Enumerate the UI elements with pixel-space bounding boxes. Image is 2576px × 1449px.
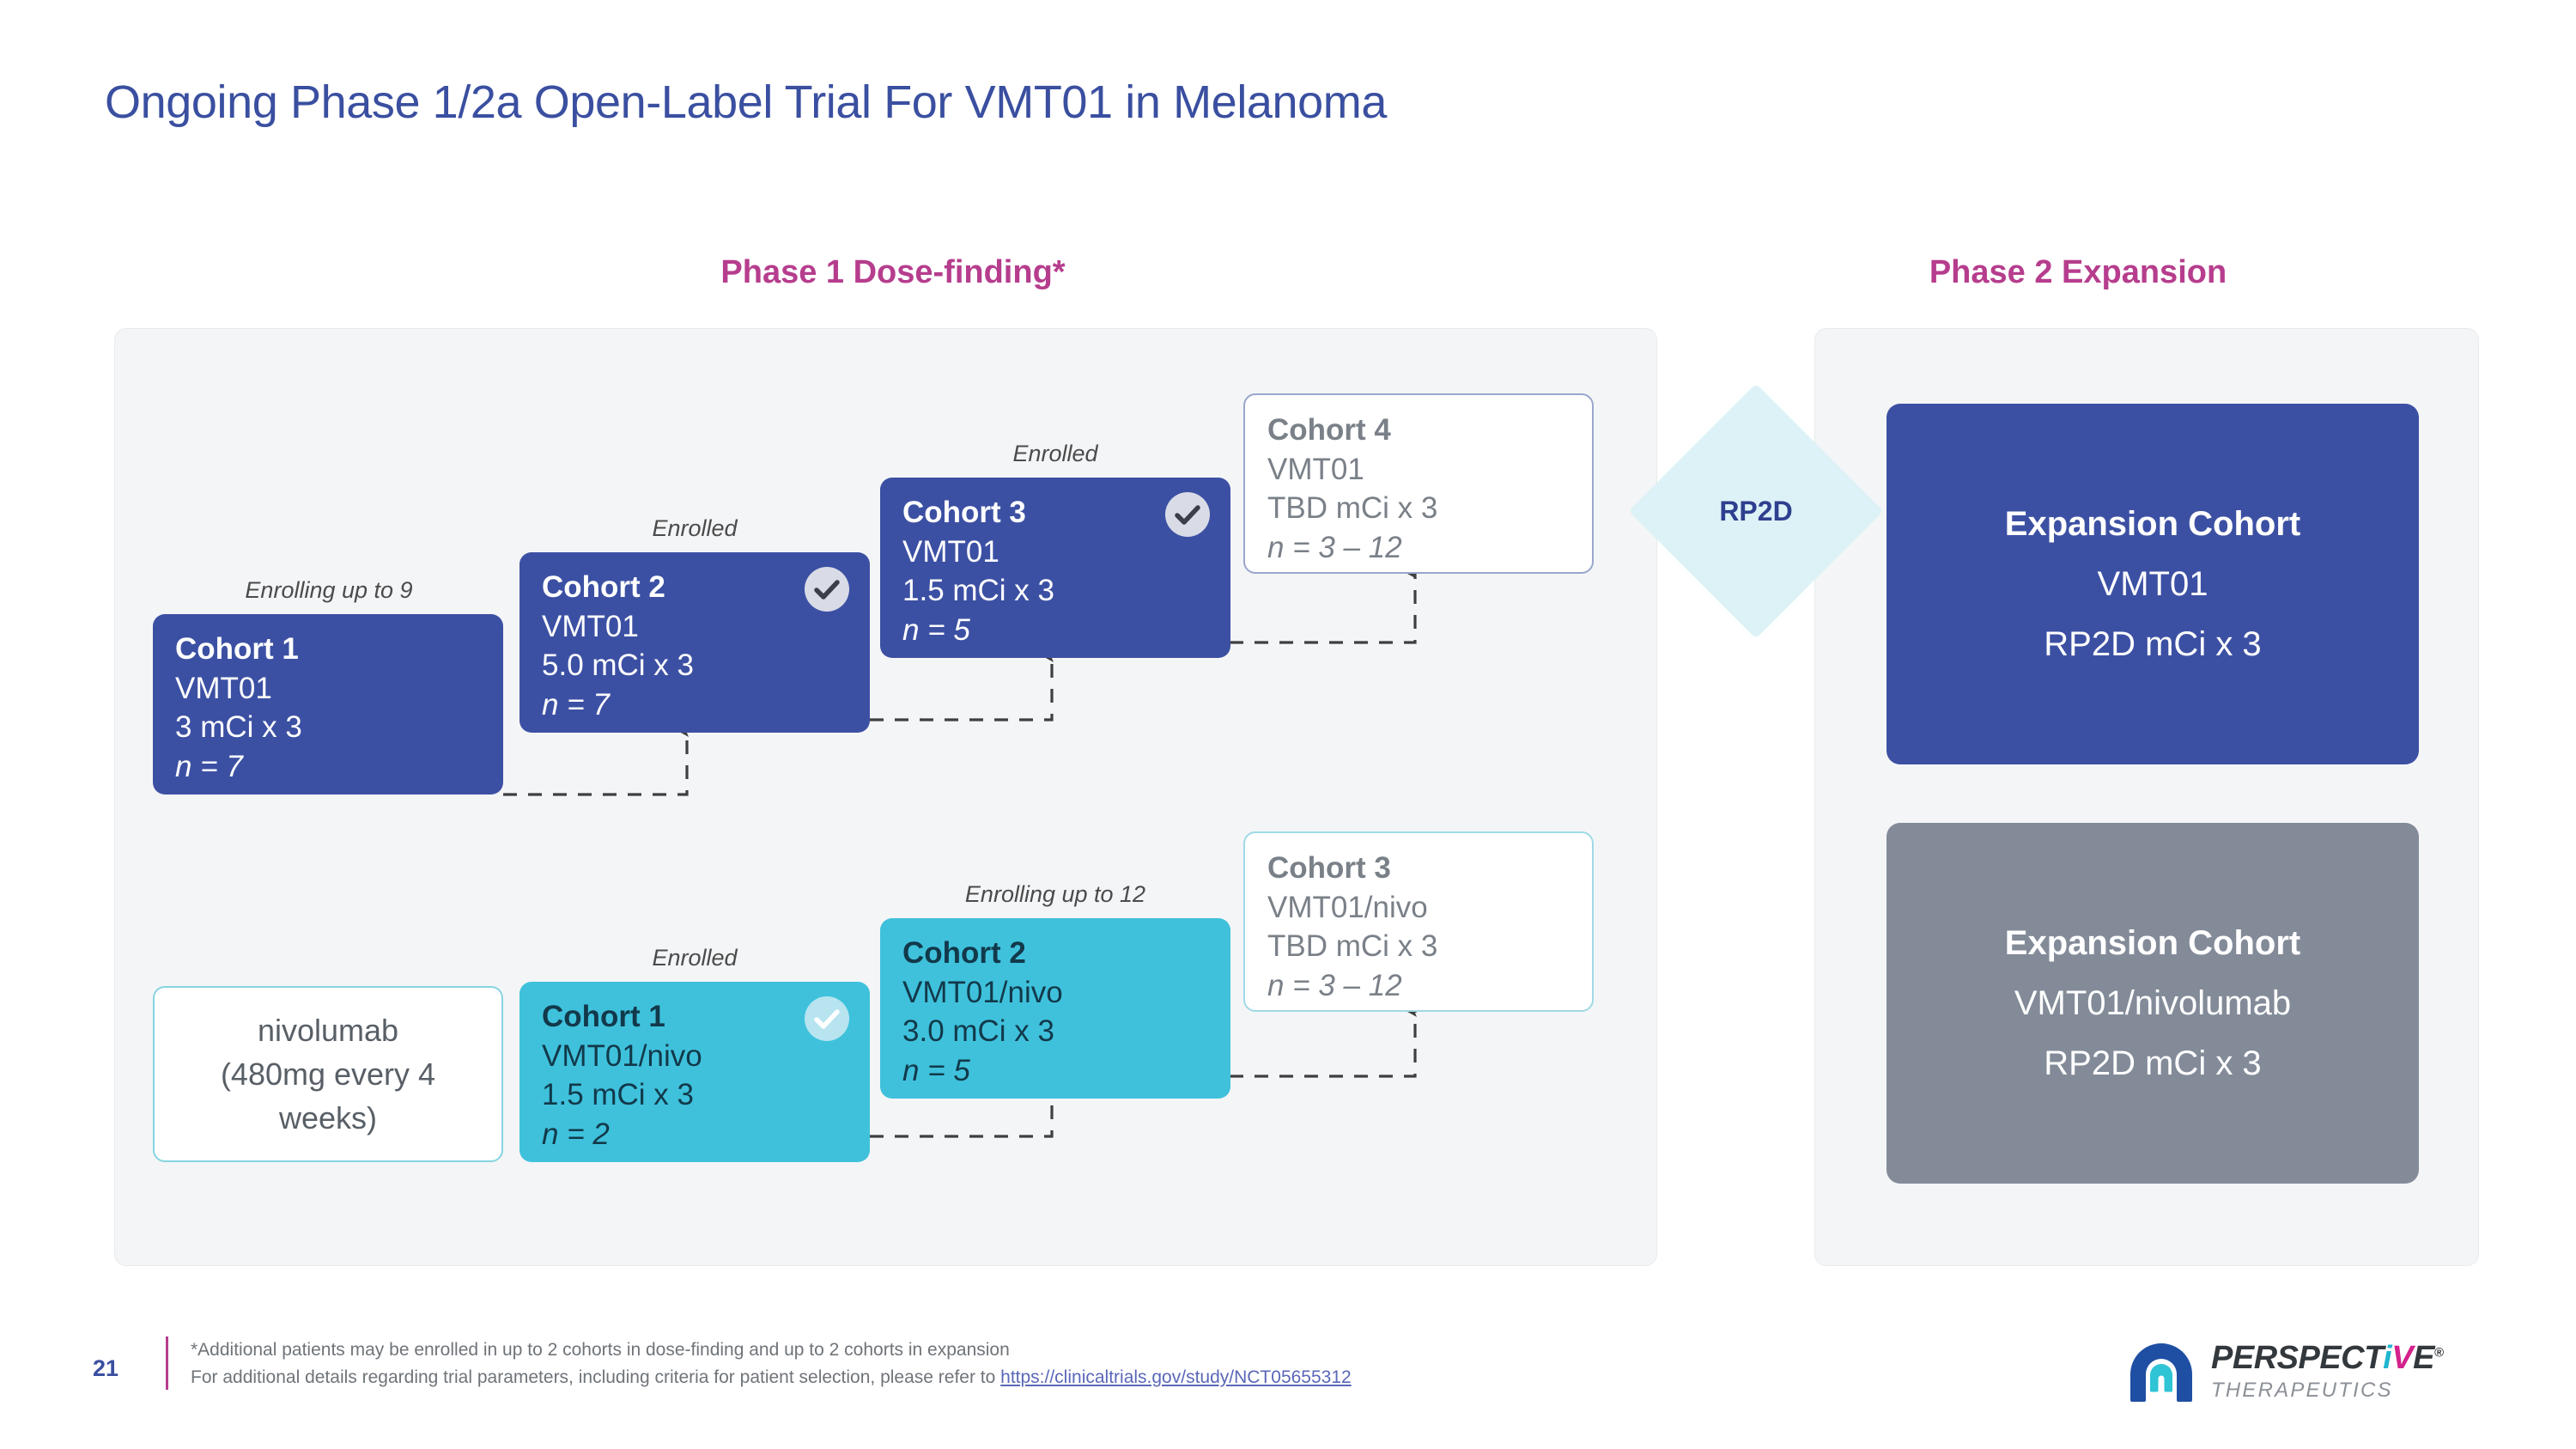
check-badge-icon: [805, 567, 849, 612]
connector-top-c1-c2: [503, 727, 689, 796]
cohort-n: n = 7: [175, 749, 243, 783]
cohort-n: n = 2: [542, 1117, 610, 1151]
backbone-line-2: (480mg every 4: [220, 1056, 436, 1092]
logo-i: i: [2383, 1340, 2392, 1376]
caption-mono-cohort-1: Enrolling up to 9: [245, 577, 413, 603]
cohort-drug: VMT01: [175, 671, 272, 705]
cohort-n: n = 3 – 12: [1267, 968, 1402, 1002]
expansion-title: Expansion Cohort: [2004, 505, 2301, 543]
expansion-dose: RP2D mCi x 3: [2044, 625, 2262, 663]
logo-wordmark: PERSPECTiVE® THERAPEUTICS: [2211, 1340, 2444, 1403]
cohort-title: Cohort 3: [1267, 851, 1391, 885]
logo-subtitle: THERAPEUTICS: [2211, 1379, 2393, 1402]
cohort-title: Cohort 4: [1267, 413, 1391, 447]
company-logo: PERSPECTiVE® THERAPEUTICS: [2125, 1336, 2494, 1414]
logo-pers: PERSPECT: [2211, 1340, 2384, 1376]
connector-bottom-c1-c2: [870, 1070, 1054, 1138]
caption-combo-cohort-1: Enrolled: [652, 945, 738, 971]
cohort-title: Cohort 2: [542, 570, 665, 604]
perspective-arch-icon: [2125, 1338, 2197, 1410]
cohort-title: Cohort 1: [542, 1000, 665, 1033]
backbone-box-nivolumab[interactable]: nivolumab (480mg every 4 weeks): [153, 986, 503, 1162]
cohort-title: Cohort 1: [175, 632, 299, 666]
caption-combo-cohort-2: Enrolling up to 12: [964, 881, 1146, 907]
cohort-drug: VMT01: [1267, 452, 1364, 486]
cohort-n: n = 7: [542, 687, 610, 721]
cohort-drug: VMT01: [542, 609, 639, 643]
rp2d-label: RP2D: [1719, 495, 1793, 527]
cohort-n: n = 5: [902, 1053, 970, 1087]
cohort-box-mono-1[interactable]: Cohort 1 VMT01 3 mCi x 3 n = 7: [153, 614, 503, 795]
logo-word-perspective: PERSPECTiVE®: [2211, 1340, 2444, 1377]
rp2d-milestone-diamond: RP2D: [1628, 383, 1884, 639]
logo-v: V: [2391, 1340, 2414, 1376]
expansion-drug: VMT01/nivolumab: [2014, 984, 2292, 1022]
cohort-drug: VMT01: [902, 534, 999, 569]
footnote-line-2: For additional details regarding trial p…: [191, 1364, 1352, 1391]
connector-bottom-c2-c3: [1230, 1007, 1417, 1078]
backbone-line-3: weeks): [278, 1100, 378, 1136]
connector-top-c2-c3: [870, 652, 1054, 721]
check-badge-icon: [1165, 492, 1210, 537]
cohort-dose: TBD mCi x 3: [1267, 929, 1438, 963]
backbone-line-1: nivolumab: [257, 1012, 399, 1048]
page-number: 21: [93, 1355, 119, 1381]
cohort-drug: VMT01/nivo: [902, 975, 1063, 1009]
footnote-line-2-text: For additional details regarding trial p…: [191, 1367, 1001, 1387]
logo-e: E: [2413, 1340, 2434, 1376]
check-badge-icon: [805, 996, 849, 1041]
cohort-dose: 1.5 mCi x 3: [902, 574, 1054, 607]
phase-1-header: Phase 1 Dose-finding*: [720, 254, 1066, 290]
footer-divider: [166, 1336, 168, 1390]
expansion-drug: VMT01: [2097, 565, 2208, 603]
cohort-box-mono-4[interactable]: Cohort 4 VMT01 TBD mCi x 3 n = 3 – 12: [1243, 393, 1594, 574]
cohort-box-combo-3[interactable]: Cohort 3 VMT01/nivo TBD mCi x 3 n = 3 – …: [1243, 831, 1594, 1012]
footnote-line-1: *Additional patients may be enrolled in …: [191, 1340, 1010, 1360]
cohort-dose: 5.0 mCi x 3: [542, 648, 694, 682]
cohort-box-combo-2[interactable]: Cohort 2 VMT01/nivo 3.0 mCi x 3 n = 5: [880, 918, 1230, 1099]
cohort-drug: VMT01/nivo: [1267, 890, 1428, 924]
cohort-dose: TBD mCi x 3: [1267, 491, 1438, 525]
connector-top-c3-c4: [1230, 569, 1417, 644]
caption-mono-cohort-2: Enrolled: [652, 515, 738, 541]
cohort-dose: 3.0 mCi x 3: [902, 1014, 1054, 1048]
cohort-drug: VMT01/nivo: [542, 1038, 702, 1073]
logo-registered-mark: ®: [2433, 1345, 2444, 1361]
cohort-title: Cohort 2: [902, 936, 1026, 970]
expansion-cohort-vmt01[interactable]: Expansion Cohort VMT01 RP2D mCi x 3: [1886, 404, 2419, 764]
footnotes: *Additional patients may be enrolled in …: [191, 1336, 1352, 1391]
caption-mono-cohort-3: Enrolled: [1012, 441, 1098, 466]
expansion-cohort-vmt01-nivolumab[interactable]: Expansion Cohort VMT01/nivolumab RP2D mC…: [1886, 823, 2419, 1184]
phase-2-header: Phase 2 Expansion: [1929, 254, 2227, 290]
cohort-title: Cohort 3: [902, 496, 1026, 529]
expansion-dose: RP2D mCi x 3: [2044, 1044, 2262, 1082]
clinicaltrials-link[interactable]: https://clinicaltrials.gov/study/NCT0565…: [1000, 1367, 1352, 1387]
cohort-n: n = 5: [902, 612, 970, 647]
expansion-title: Expansion Cohort: [2004, 924, 2301, 962]
page-title: Ongoing Phase 1/2a Open-Label Trial For …: [105, 76, 1388, 128]
cohort-dose: 3 mCi x 3: [175, 710, 302, 744]
cohort-n: n = 3 – 12: [1267, 530, 1402, 564]
cohort-dose: 1.5 mCi x 3: [542, 1078, 694, 1111]
